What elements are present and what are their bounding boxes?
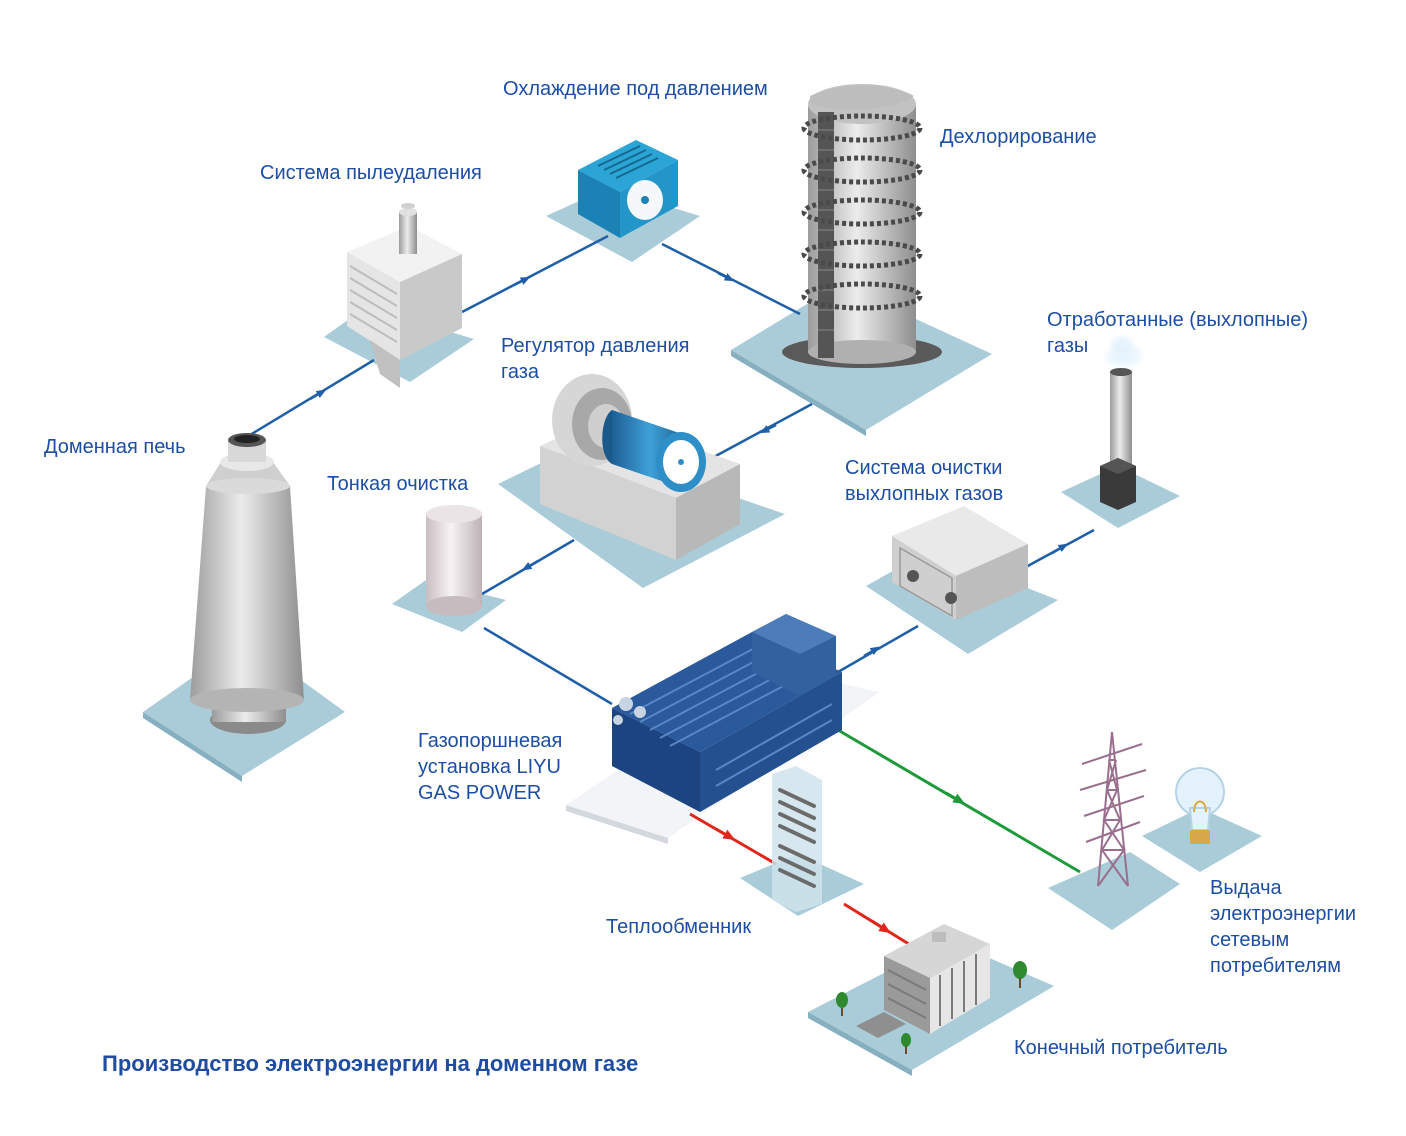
flow-engine-to-heat [689, 812, 777, 866]
flow-arrow-heat-1 [715, 827, 736, 840]
label-gas-engine-line-2: установка LIYU [418, 756, 561, 778]
gas-engine-icon [612, 614, 842, 812]
heat-exchanger-icon [772, 766, 822, 912]
label-blast-furnace: Доменная печь [44, 436, 186, 458]
label-gas-engine-line-3: GAS POWER [418, 782, 542, 804]
flow-dechlor-to-regulator [711, 402, 813, 460]
label-heat-exchanger: Теплообменник [606, 916, 752, 938]
label-pressure-regulator-line-1: Регулятор давления [501, 335, 690, 357]
label-exhaust-gases: Отработанные (выхлопные) газы [1047, 307, 1308, 359]
flow-engine-to-exhaust [837, 624, 919, 674]
label-pressure-cooling: Охлаждение под давлением [503, 78, 768, 100]
flow-arrow-2 [513, 276, 531, 287]
label-dust-removal: Система пылеудаления [260, 162, 482, 184]
blast-furnace-icon [190, 433, 304, 734]
dust-removal-icon [347, 203, 462, 388]
label-exhaust-cleaning-line-2: выхлопных газов [845, 483, 1004, 505]
label-grid-output-line-2: электроэнергии [1210, 903, 1357, 925]
label-exhaust-cleaning: Система очистки выхлопных газов [845, 455, 1003, 507]
label-grid-output-line-4: потребителям [1210, 955, 1341, 977]
label-gas-engine-line-1: Газопоршневая [418, 730, 563, 752]
platform-grid [1048, 852, 1180, 930]
flow-fine-to-engine [483, 626, 613, 706]
pressure-regulator-icon [540, 374, 740, 560]
label-exhaust-gases-line-1: Отработанные (выхлопные) [1047, 309, 1309, 331]
exhaust-cleaning-icon [892, 506, 1028, 620]
flow-arrow-heat-2 [871, 919, 892, 934]
label-fine-cleaning: Тонкая очистка [327, 473, 469, 495]
flow-lines [249, 234, 1095, 948]
label-end-consumer: Конечный потребитель [1014, 1037, 1228, 1059]
flow-arrow-power [945, 791, 966, 804]
flow-arrow-3 [717, 271, 735, 282]
label-gas-engine: Газопоршневая установка LIYU GAS POWER [418, 728, 562, 806]
flow-cooling-to-dechlor [661, 242, 801, 316]
label-exhaust-gases-line-2: газы [1047, 335, 1089, 357]
flow-arrow-1 [309, 389, 327, 401]
transmission-tower-icon [1079, 731, 1147, 887]
flow-arrow-4 [759, 423, 777, 434]
label-dechlorination: Дехлорирование [940, 126, 1097, 148]
label-pressure-regulator-line-2: газа [501, 361, 540, 383]
exhaust-stack-icon [1100, 334, 1146, 510]
label-grid-output: Выдача электроэнергии сетевым потребител… [1210, 875, 1356, 979]
flow-dust-to-cooling [461, 234, 609, 314]
diagram-title: Производство электроэнергии на доменном … [102, 1051, 639, 1076]
flow-arrow-5 [521, 559, 539, 571]
flow-arrow-7 [1051, 543, 1069, 555]
light-bulb-icon [1175, 767, 1225, 844]
flow-arrow-6 [863, 646, 881, 658]
label-exhaust-cleaning-line-1: Система очистки [845, 457, 1003, 479]
label-grid-output-line-3: сетевым [1210, 929, 1290, 951]
label-grid-output-line-1: Выдача [1210, 877, 1282, 899]
end-consumer-building-icon [836, 924, 1027, 1054]
pressure-cooling-icon [578, 140, 678, 238]
dechlorination-icon [782, 84, 942, 368]
label-pressure-regulator: Регулятор давления газа [501, 333, 689, 385]
fine-cleaning-icon [426, 505, 482, 616]
